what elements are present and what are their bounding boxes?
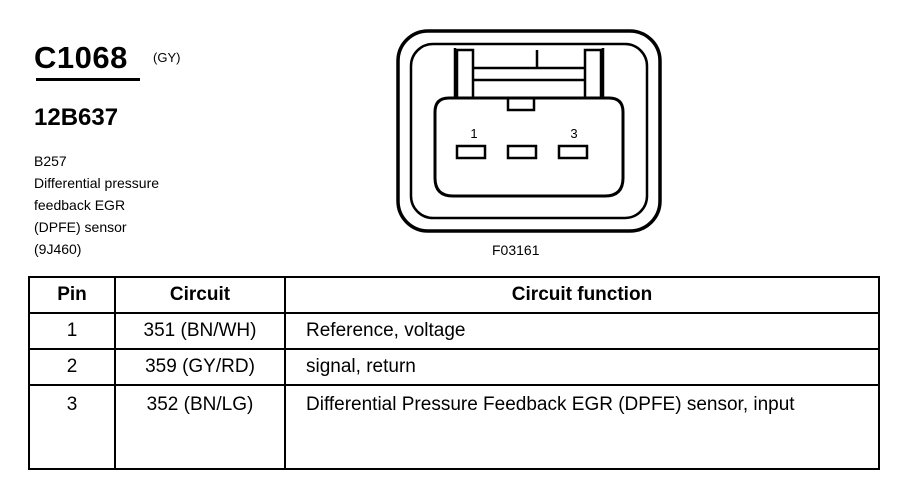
circuit-function: signal, return — [284, 348, 880, 386]
table-row: 3 352 (BN/LG) Differential Pressure Feed… — [28, 384, 880, 470]
description-line: feedback EGR — [34, 197, 126, 213]
table-row: 1 351 (BN/WH) Reference, voltage — [28, 312, 880, 350]
pin-number: 1 — [28, 312, 116, 350]
circuit-function-column-header: Circuit function — [284, 276, 880, 314]
circuit-number: 351 (BN/WH) — [114, 312, 286, 350]
pin-column-header: Pin — [28, 276, 116, 314]
circuit-function: Differential Pressure Feedback EGR (DPFE… — [284, 384, 880, 470]
pin-number: 3 — [28, 384, 116, 470]
component-description: B257 Differential pressure feedback EGR … — [34, 150, 159, 260]
pin-label-3: 3 — [570, 126, 577, 141]
latch-post-right — [583, 48, 603, 100]
pin-terminal-1 — [455, 144, 487, 160]
circuit-number: 359 (GY/RD) — [114, 348, 286, 386]
pin-number: 2 — [28, 348, 116, 386]
connector-color-code: (GY) — [153, 50, 181, 65]
circuit-number: 352 (BN/LG) — [114, 384, 286, 470]
pin-label-1: 1 — [470, 126, 477, 141]
latch-guide — [453, 48, 605, 98]
component-base-number: (9J460) — [34, 241, 82, 257]
table-header-row: Pin Circuit Circuit function — [28, 276, 880, 314]
table-row: 2 359 (GY/RD) signal, return — [28, 348, 880, 386]
locking-tab — [473, 50, 585, 82]
connector-outer-shell — [396, 29, 662, 233]
connector-inner-shell — [409, 42, 649, 220]
polarizing-key — [506, 96, 536, 112]
component-code: B257 — [34, 153, 67, 169]
pin-terminal-3 — [557, 144, 589, 160]
terminal-cavity-housing — [433, 96, 625, 198]
figure-id: F03161 — [492, 242, 540, 258]
description-line: Differential pressure — [34, 175, 160, 191]
part-number: 12B637 — [34, 104, 119, 131]
pin-terminal-2 — [506, 144, 538, 160]
latch-post-left — [455, 48, 475, 100]
connector-id-underline — [36, 78, 140, 81]
connector-id: C1068 — [34, 40, 128, 75]
connector-face-diagram: 1 3 — [396, 29, 662, 233]
pinout-table: Pin Circuit Circuit function 1 351 (BN/W… — [28, 276, 880, 470]
circuit-function: Reference, voltage — [284, 312, 880, 350]
circuit-column-header: Circuit — [114, 276, 286, 314]
description-line: (DPFE) sensor — [34, 219, 127, 235]
